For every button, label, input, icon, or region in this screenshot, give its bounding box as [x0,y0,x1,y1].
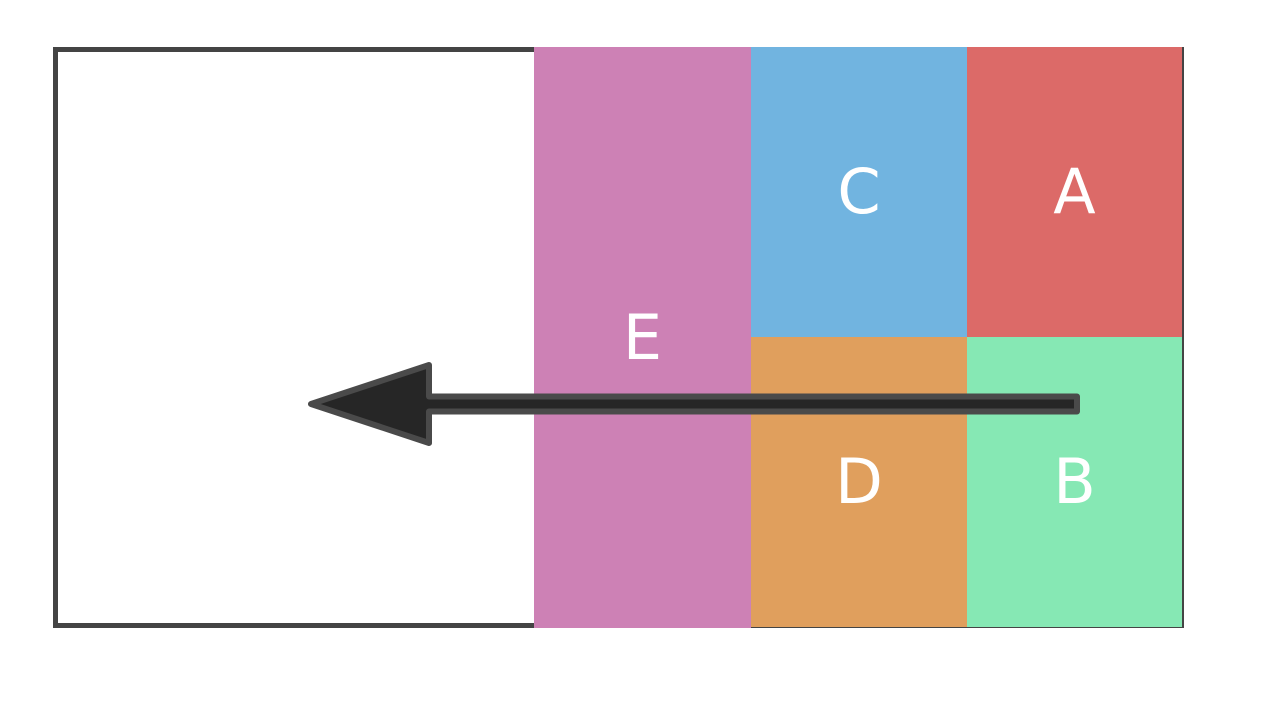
diagram-outer-frame: E C A D B [53,47,1184,628]
block-b-label: B [1053,445,1096,518]
block-group: E C A D B [58,47,1182,628]
block-e[interactable]: E [534,47,751,628]
block-e-label: E [622,300,663,374]
block-a[interactable]: A [967,47,1182,337]
block-a-label: A [1053,155,1096,228]
block-c[interactable]: C [751,47,967,337]
block-d-label: D [835,445,883,518]
block-d[interactable]: D [751,337,967,627]
block-b[interactable]: B [967,337,1182,627]
block-c-label: C [837,155,881,228]
